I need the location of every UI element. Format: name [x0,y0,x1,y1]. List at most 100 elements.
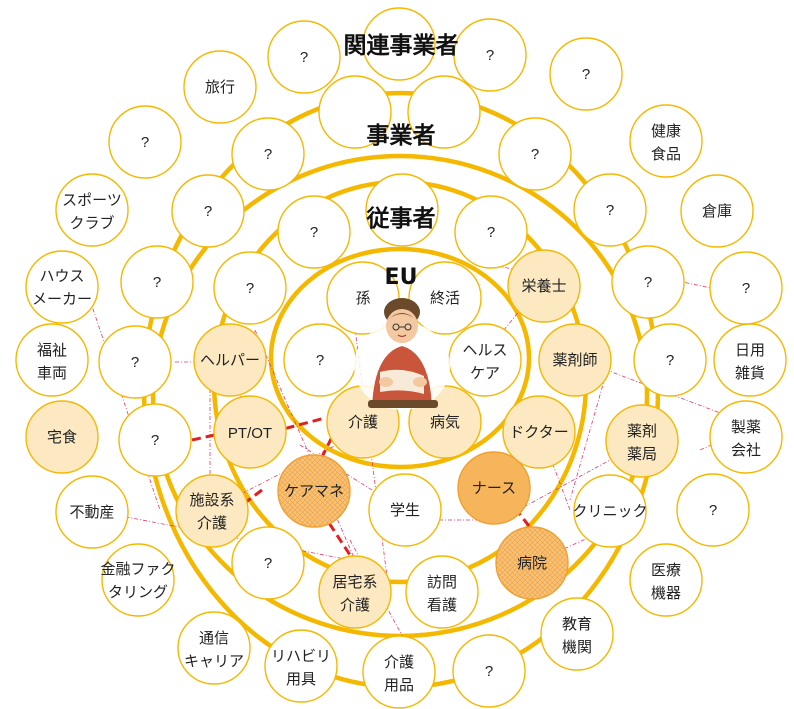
svg-text:訪問: 訪問 [427,574,457,591]
unknown-node [318,75,392,149]
svg-text:福祉: 福祉 [37,342,67,359]
svg-text:?: ? [153,274,161,291]
related-businesses-label: 関連事業者 [344,32,459,59]
link-line-strong [312,499,352,556]
svg-text:介護: 介護 [340,597,370,614]
svg-text:?: ? [531,146,539,163]
svg-text:?: ? [246,280,254,297]
node-warehouse: 倉庫 [680,174,754,248]
svg-text:クリニック: クリニック [572,503,647,520]
svg-text:ケア: ケア [470,365,500,382]
node-nurse: ナース [457,451,531,525]
svg-text:機器: 機器 [651,585,681,602]
unknown-node: ? [362,7,436,81]
unknown-node: ? [118,403,192,477]
svg-text:病院: 病院 [517,554,547,572]
unknown-node: ? [676,473,750,547]
svg-text:?: ? [486,47,494,64]
svg-text:クラブ: クラブ [69,214,114,232]
svg-text:介護: 介護 [197,515,227,532]
svg-text:?: ? [666,352,674,369]
svg-text:車両: 車両 [37,365,67,382]
svg-text:ヘルス: ヘルス [462,342,507,359]
link-line [89,299,161,511]
svg-text:?: ? [316,352,324,369]
svg-text:栄養士: 栄養士 [521,278,566,295]
svg-text:ドクター: ドクター [509,424,568,441]
node-hospital: 病院 [495,526,569,600]
unknown-node: ? [108,105,182,179]
unknown-node: ? [277,195,351,269]
unknown-node: ? [98,325,172,399]
svg-text:会社: 会社 [731,442,761,459]
svg-text:用具: 用具 [286,671,316,688]
link-line [479,284,541,361]
svg-text:日用: 日用 [735,342,765,359]
unknown-node [365,173,439,247]
svg-text:ナース: ナース [472,480,516,497]
workers-label: 従事者 [366,205,436,232]
svg-text:倉庫: 倉庫 [702,203,732,220]
node-grandchild: 孫 [326,261,400,335]
svg-text:学生: 学生 [390,502,420,519]
unknown-node: ? [171,174,245,248]
unknown-node: ? [633,323,707,397]
svg-text:機関: 機関 [562,639,592,656]
svg-text:通信: 通信 [199,630,229,647]
svg-text:?: ? [310,224,318,241]
node-doctor: ドクター [502,395,576,469]
svg-text:教育: 教育 [562,616,592,633]
link-line [254,329,356,561]
end-user-label: EU [385,265,418,290]
svg-text:メーカー: メーカー [32,291,92,308]
unknown-node [407,75,481,149]
link-line [569,359,611,501]
businesses-label: 事業者 [367,122,436,149]
svg-text:?: ? [131,354,139,371]
svg-text:病気: 病気 [430,414,460,431]
svg-text:?: ? [204,203,212,220]
link-line-strong [271,416,326,434]
unknown-node: ? [709,251,783,325]
node-pharmacist: 薬剤師 [538,323,612,397]
node-care-manager: ケアマネ [277,454,351,528]
svg-text:宅食: 宅食 [47,429,77,446]
node-pt-ot: PT/OT [213,395,287,469]
node-end-of-life: 終活 [408,261,482,335]
svg-text:?: ? [141,134,149,151]
unknown-node: ? [231,117,305,191]
svg-text:ケアマネ: ケアマネ [284,483,344,500]
svg-text:製薬: 製薬 [731,419,761,436]
svg-text:?: ? [606,202,614,219]
svg-text:?: ? [151,432,159,449]
unknown-node: ? [267,20,341,94]
node-clinic: クリニック [572,474,648,548]
svg-text:?: ? [709,502,717,519]
svg-text:?: ? [264,555,272,572]
svg-text:薬局: 薬局 [627,446,657,463]
node-student: 学生 [368,473,442,547]
svg-text:タリング: タリング [108,584,168,601]
svg-text:リハビリ: リハビリ [271,648,331,665]
unknown-node: ? [549,37,623,111]
node-meal-delivery: 宅食 [25,400,99,474]
svg-text:孫: 孫 [355,290,370,307]
svg-text:介護: 介護 [384,654,414,671]
svg-text:ヘルパー: ヘルパー [200,352,260,369]
svg-text:薬剤: 薬剤 [627,423,657,440]
svg-text:不動産: 不動産 [69,504,114,521]
svg-text:?: ? [742,280,750,297]
link-line [539,429,571,511]
